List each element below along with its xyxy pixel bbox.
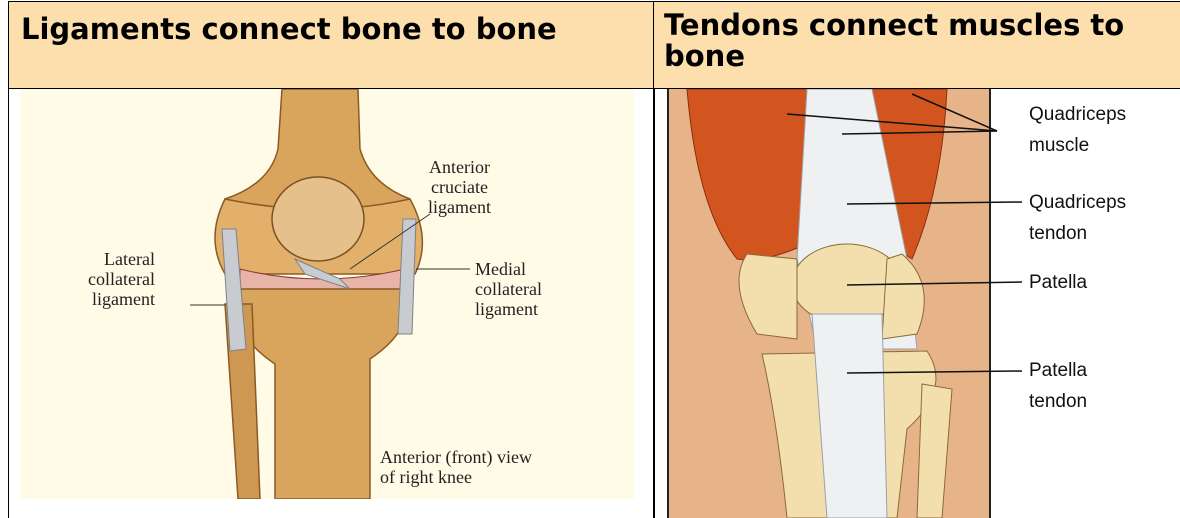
tendons-image-cell: Quadriceps muscle Quadriceps tendon Pate…: [654, 89, 1180, 518]
tendons-heading: Tendons connect muscles to bone: [654, 2, 1164, 72]
quadriceps-muscle-label: Quadriceps muscle: [1029, 99, 1126, 161]
view-caption: Anterior (front) view of right knee: [380, 447, 532, 487]
comparison-table: Ligaments connect bone to bone Tendons c…: [8, 1, 1180, 518]
patella-label: Patella: [1029, 267, 1087, 298]
acl-label: Anterior cruciate ligament: [428, 157, 491, 217]
knee-tendon-illustration: Quadriceps muscle Quadriceps tendon Pate…: [667, 89, 1180, 518]
ligaments-heading: Ligaments connect bone to bone: [9, 2, 653, 45]
patella-tendon-label: Patella tendon: [1029, 355, 1087, 417]
ligaments-header-cell: Ligaments connect bone to bone: [8, 1, 654, 89]
tendons-header-cell: Tendons connect muscles to bone: [653, 1, 1180, 89]
quadriceps-tendon-label: Quadriceps tendon: [1029, 187, 1126, 249]
knee-front-illustration: Anterior cruciate ligament Lateral colla…: [20, 89, 634, 499]
mcl-label: Medial collateral ligament: [475, 259, 542, 319]
ligaments-image-cell: Anterior cruciate ligament Lateral colla…: [8, 89, 654, 518]
lcl-label: Lateral collateral ligament: [88, 249, 155, 309]
